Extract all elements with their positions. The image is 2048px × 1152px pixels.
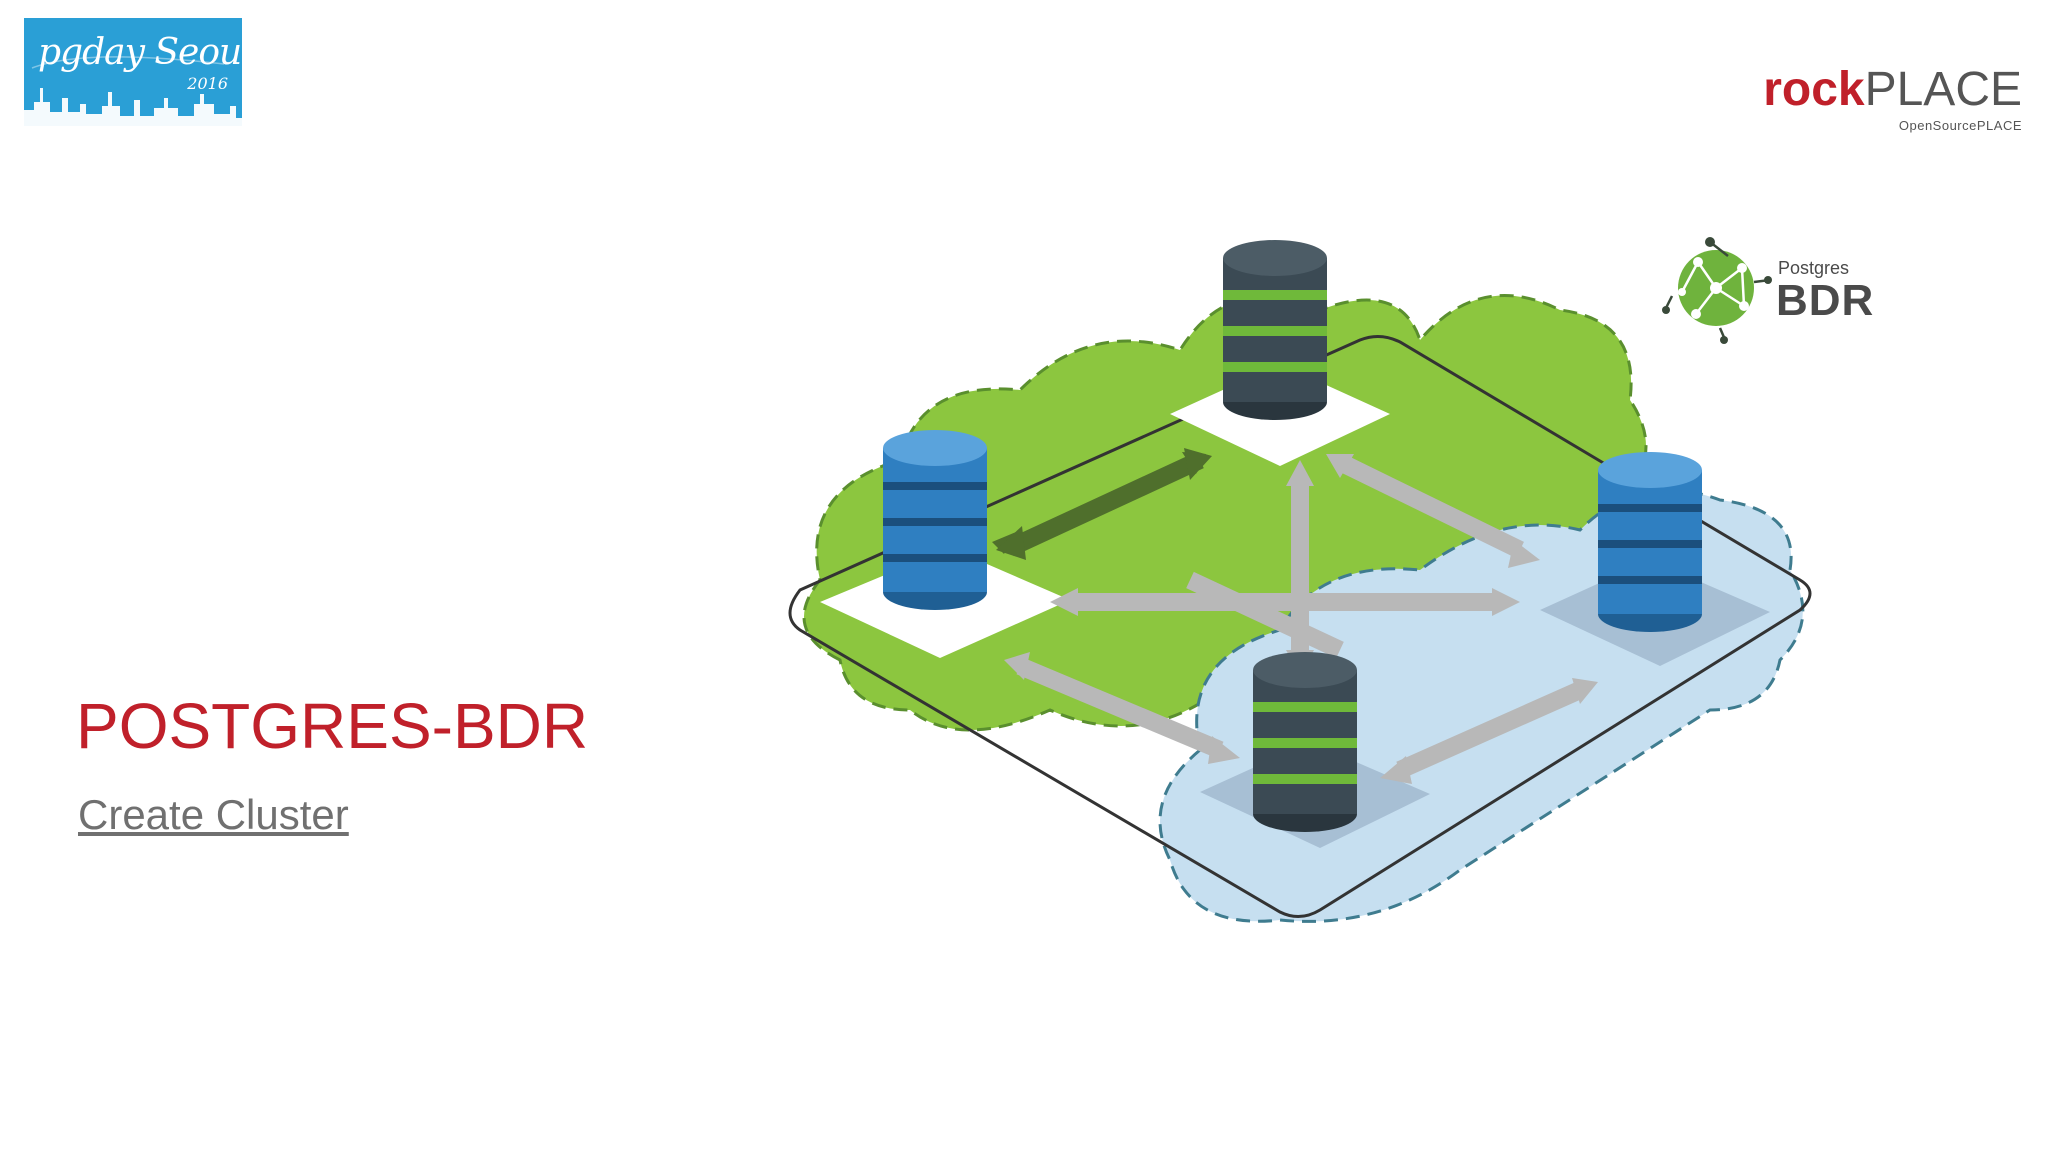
company-brand-a: rock [1763,63,1865,116]
database-top [1223,240,1327,420]
company-brand: rockPLACE [1763,62,2022,118]
product-logo-small: Postgres [1778,258,1850,278]
company-logo: rockPLACE OpenSourcePLACE [1740,62,2030,142]
event-logo-text: pgday Seoul [38,32,242,73]
database-bottom [1253,652,1357,832]
database-right [1598,452,1702,632]
city-skyline-icon [24,56,242,126]
product-logo-big: BDR [1776,276,1875,325]
company-tagline: OpenSourcePLACE [1898,118,2022,133]
replication-arrows [992,448,1598,784]
network-graph-icon [1662,237,1772,344]
slide-title: POSTGRES-BDR [76,690,589,762]
event-logo-year: 2016 [187,74,228,93]
event-logo: pgday Seoul 2016 [24,18,242,126]
cluster-outline [788,335,1812,918]
company-brand-b: PLACE [1864,63,2022,116]
database-left [883,430,987,610]
product-logo: Postgres BDR [1662,232,1892,344]
replication-diagram [788,240,1812,923]
create-cluster-link[interactable]: Create Cluster [78,791,349,838]
